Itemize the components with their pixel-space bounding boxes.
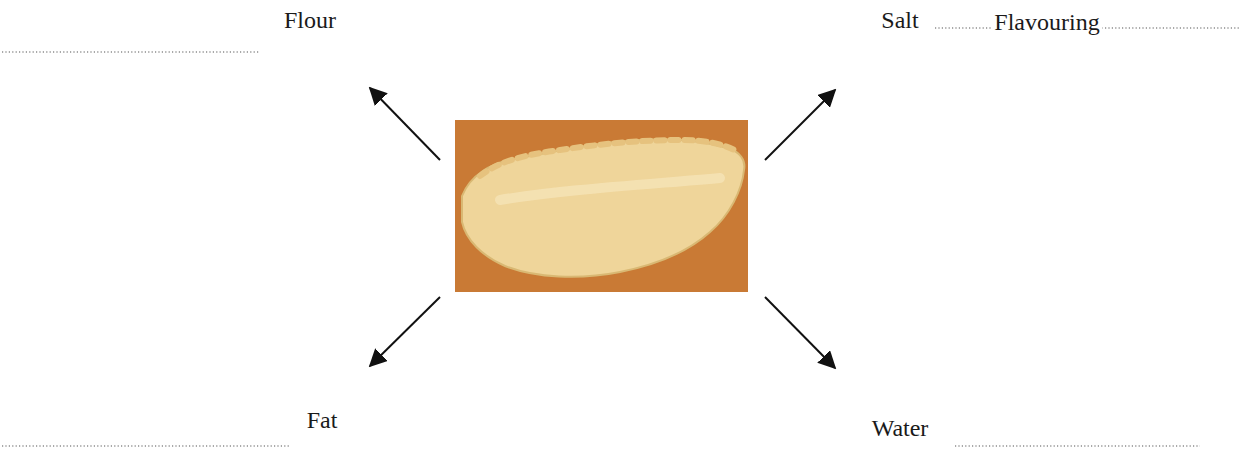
pasty-highlight: [500, 178, 720, 200]
ingredient-label: Salt: [878, 7, 921, 33]
pasty-crimp: [480, 140, 738, 176]
answer-lines: [2, 28, 1240, 446]
answer-text: Flavouring: [991, 9, 1102, 35]
leader-arrow: [370, 297, 440, 366]
pasty: [462, 139, 744, 277]
leader-arrow: [765, 90, 835, 160]
ingredient-label: Water: [869, 415, 932, 441]
leader-arrow: [370, 88, 440, 160]
answer-line: [955, 445, 1200, 446]
ingredient-label: Flour: [281, 7, 339, 33]
answer-line: [2, 445, 290, 446]
ingredient-label: Fat: [304, 407, 341, 433]
photo-background: [455, 120, 748, 292]
answer-line: [2, 51, 260, 52]
leader-arrow: [765, 297, 835, 368]
